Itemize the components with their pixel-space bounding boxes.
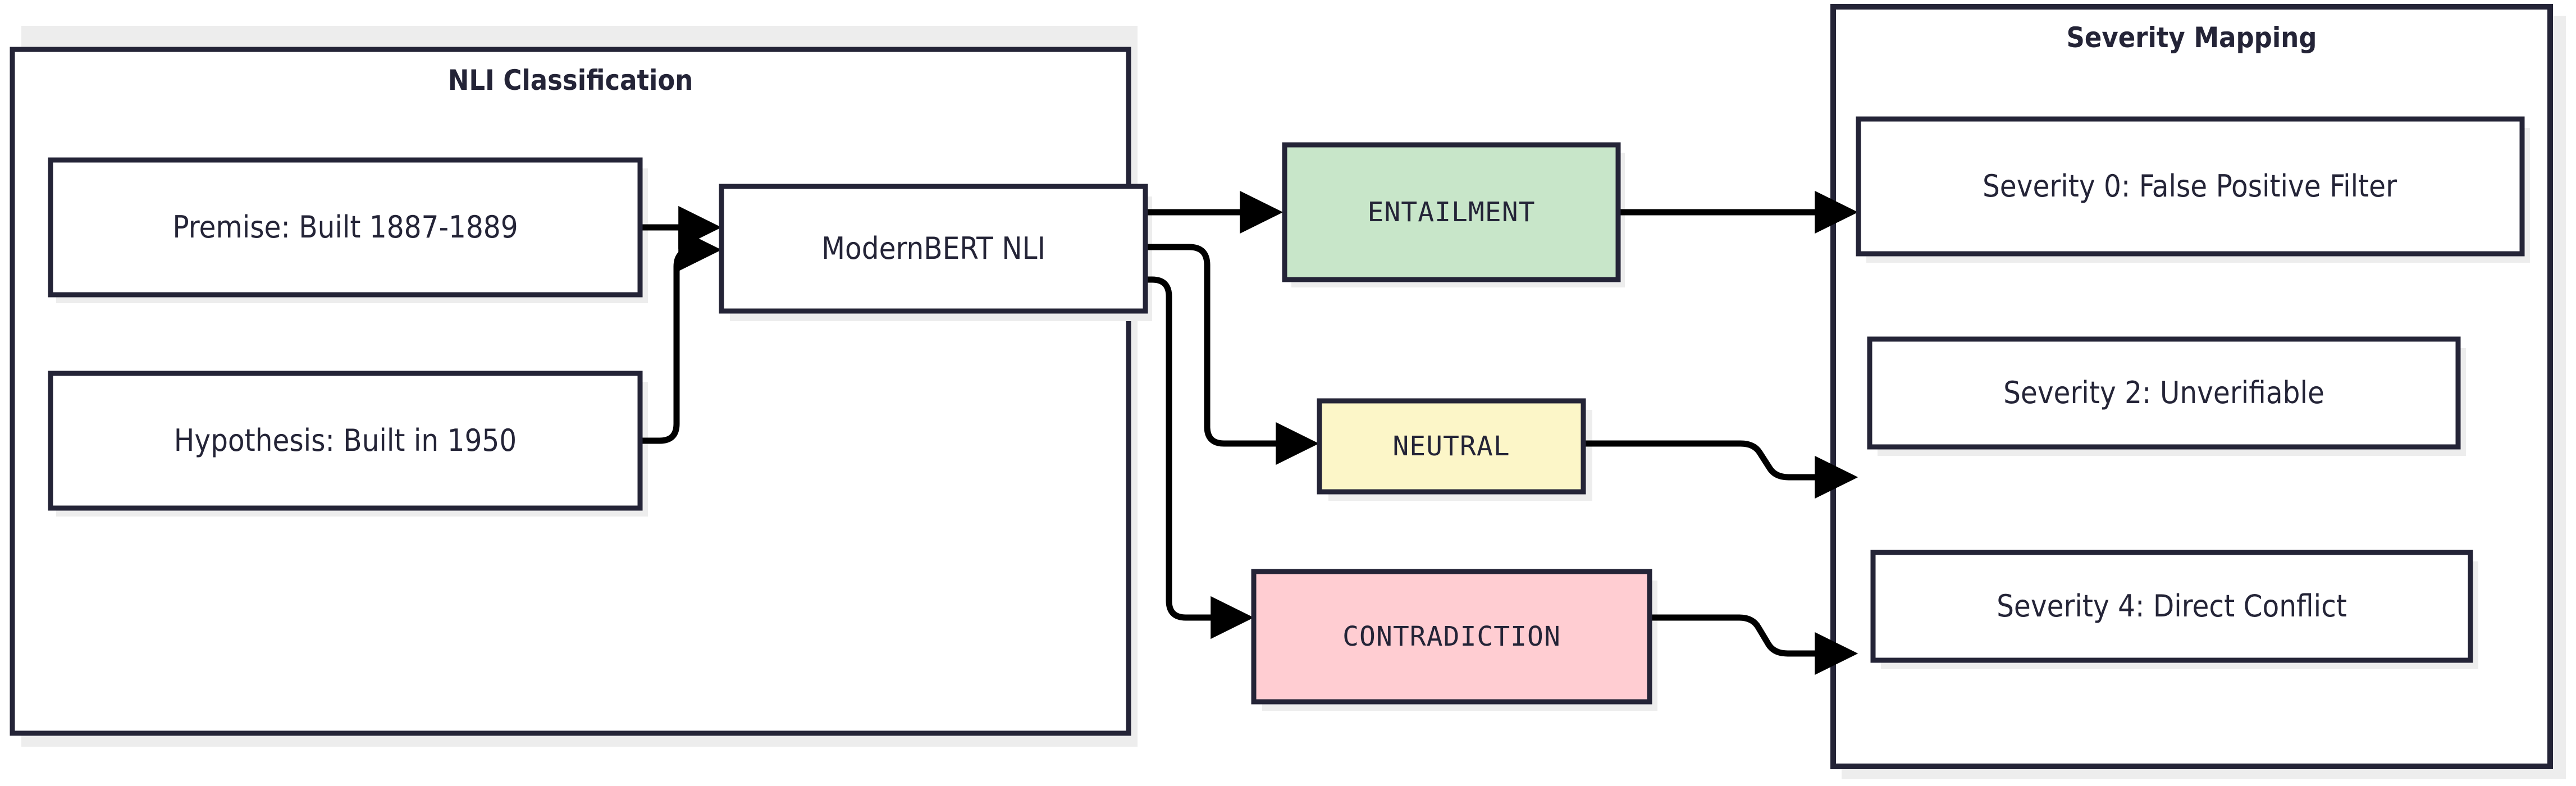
node-entailment-box[interactable]: [1282, 142, 1621, 282]
edge-model-contradiction: [1142, 276, 1254, 639]
node-hypothesis-box[interactable]: [48, 371, 643, 511]
edge-model-neutral: [1142, 244, 1319, 465]
node-premise-box[interactable]: [48, 157, 643, 298]
node-model-box[interactable]: [719, 184, 1148, 314]
node-sev0-box[interactable]: [1856, 116, 2525, 257]
node-sev2-box[interactable]: [1867, 336, 2461, 450]
node-sev4-box[interactable]: [1870, 550, 2473, 663]
edge-hypothesis-model: [637, 228, 722, 444]
edge-neutral-sev2: [1579, 440, 1858, 499]
node-neutral-box[interactable]: [1317, 398, 1586, 495]
node-contradiction-box[interactable]: [1251, 569, 1652, 705]
edge-contradiction-sev4: [1646, 614, 1858, 675]
